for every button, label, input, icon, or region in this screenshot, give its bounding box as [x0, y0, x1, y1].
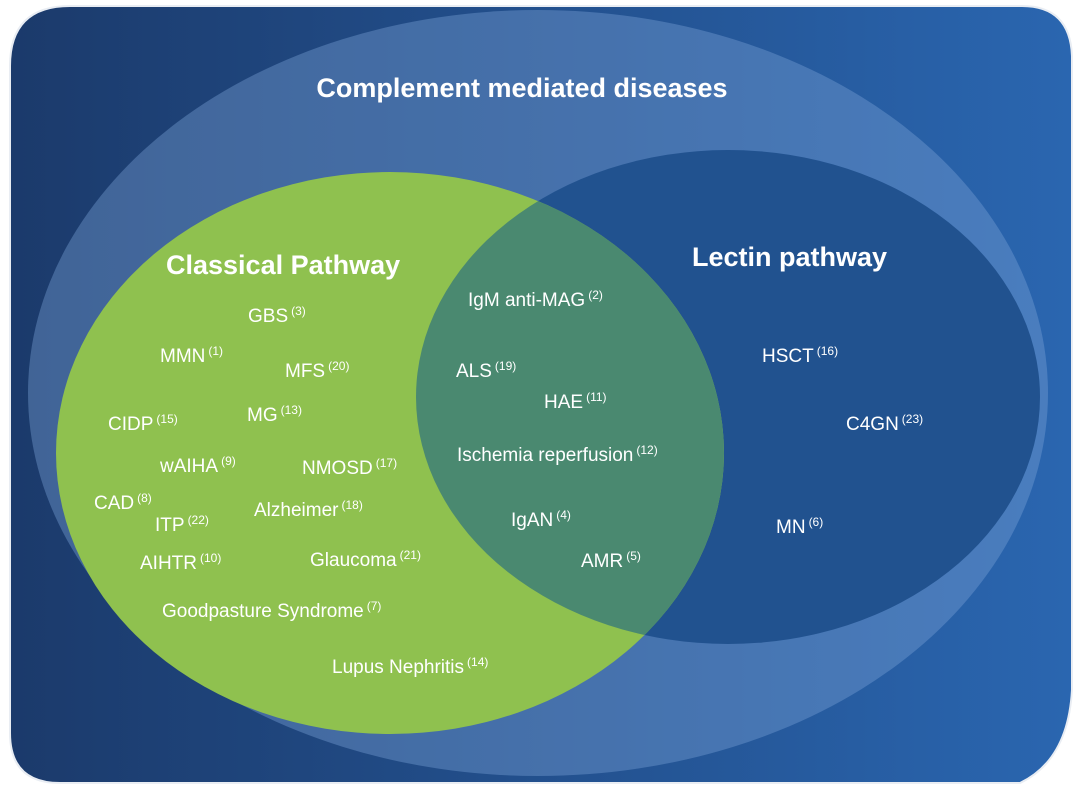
disease-label: HSCT(16): [762, 344, 839, 367]
disease-label: MN(6): [776, 515, 824, 538]
disease-label: Glaucoma(21): [310, 548, 421, 571]
classical-pathway-heading: Classical Pathway: [166, 250, 401, 280]
disease-label: CAD(8): [94, 491, 152, 514]
disease-label: CIDP(15): [108, 412, 178, 435]
disease-label: IgM anti-MAG(2): [468, 288, 603, 311]
disease-label: NMOSD(17): [302, 456, 398, 479]
disease-label: Alzheimer(18): [254, 498, 363, 521]
disease-label: C4GN(23): [846, 412, 924, 435]
disease-label: MG(13): [247, 403, 302, 426]
overlap-region: [416, 172, 724, 644]
disease-label: AMR(5): [581, 549, 641, 572]
disease-label: MMN(1): [160, 344, 224, 367]
disease-label: Ischemia reperfusion(12): [457, 443, 658, 466]
disease-label: MFS(20): [285, 359, 350, 382]
disease-label: Lupus Nephritis(14): [332, 655, 489, 678]
disease-label: IgAN(4): [511, 508, 571, 531]
diagram-title: Complement mediated diseases: [316, 73, 728, 103]
disease-label: ALS(19): [456, 359, 517, 382]
disease-label: GBS(3): [248, 304, 306, 327]
disease-label: HAE(11): [544, 390, 607, 413]
disease-label: ITP(22): [155, 513, 209, 536]
disease-label: AIHTR(10): [140, 551, 222, 574]
lectin-pathway-heading: Lectin pathway: [692, 242, 888, 272]
disease-label: Goodpasture Syndrome(7): [162, 599, 382, 622]
disease-label: wAIHA(9): [160, 454, 236, 477]
